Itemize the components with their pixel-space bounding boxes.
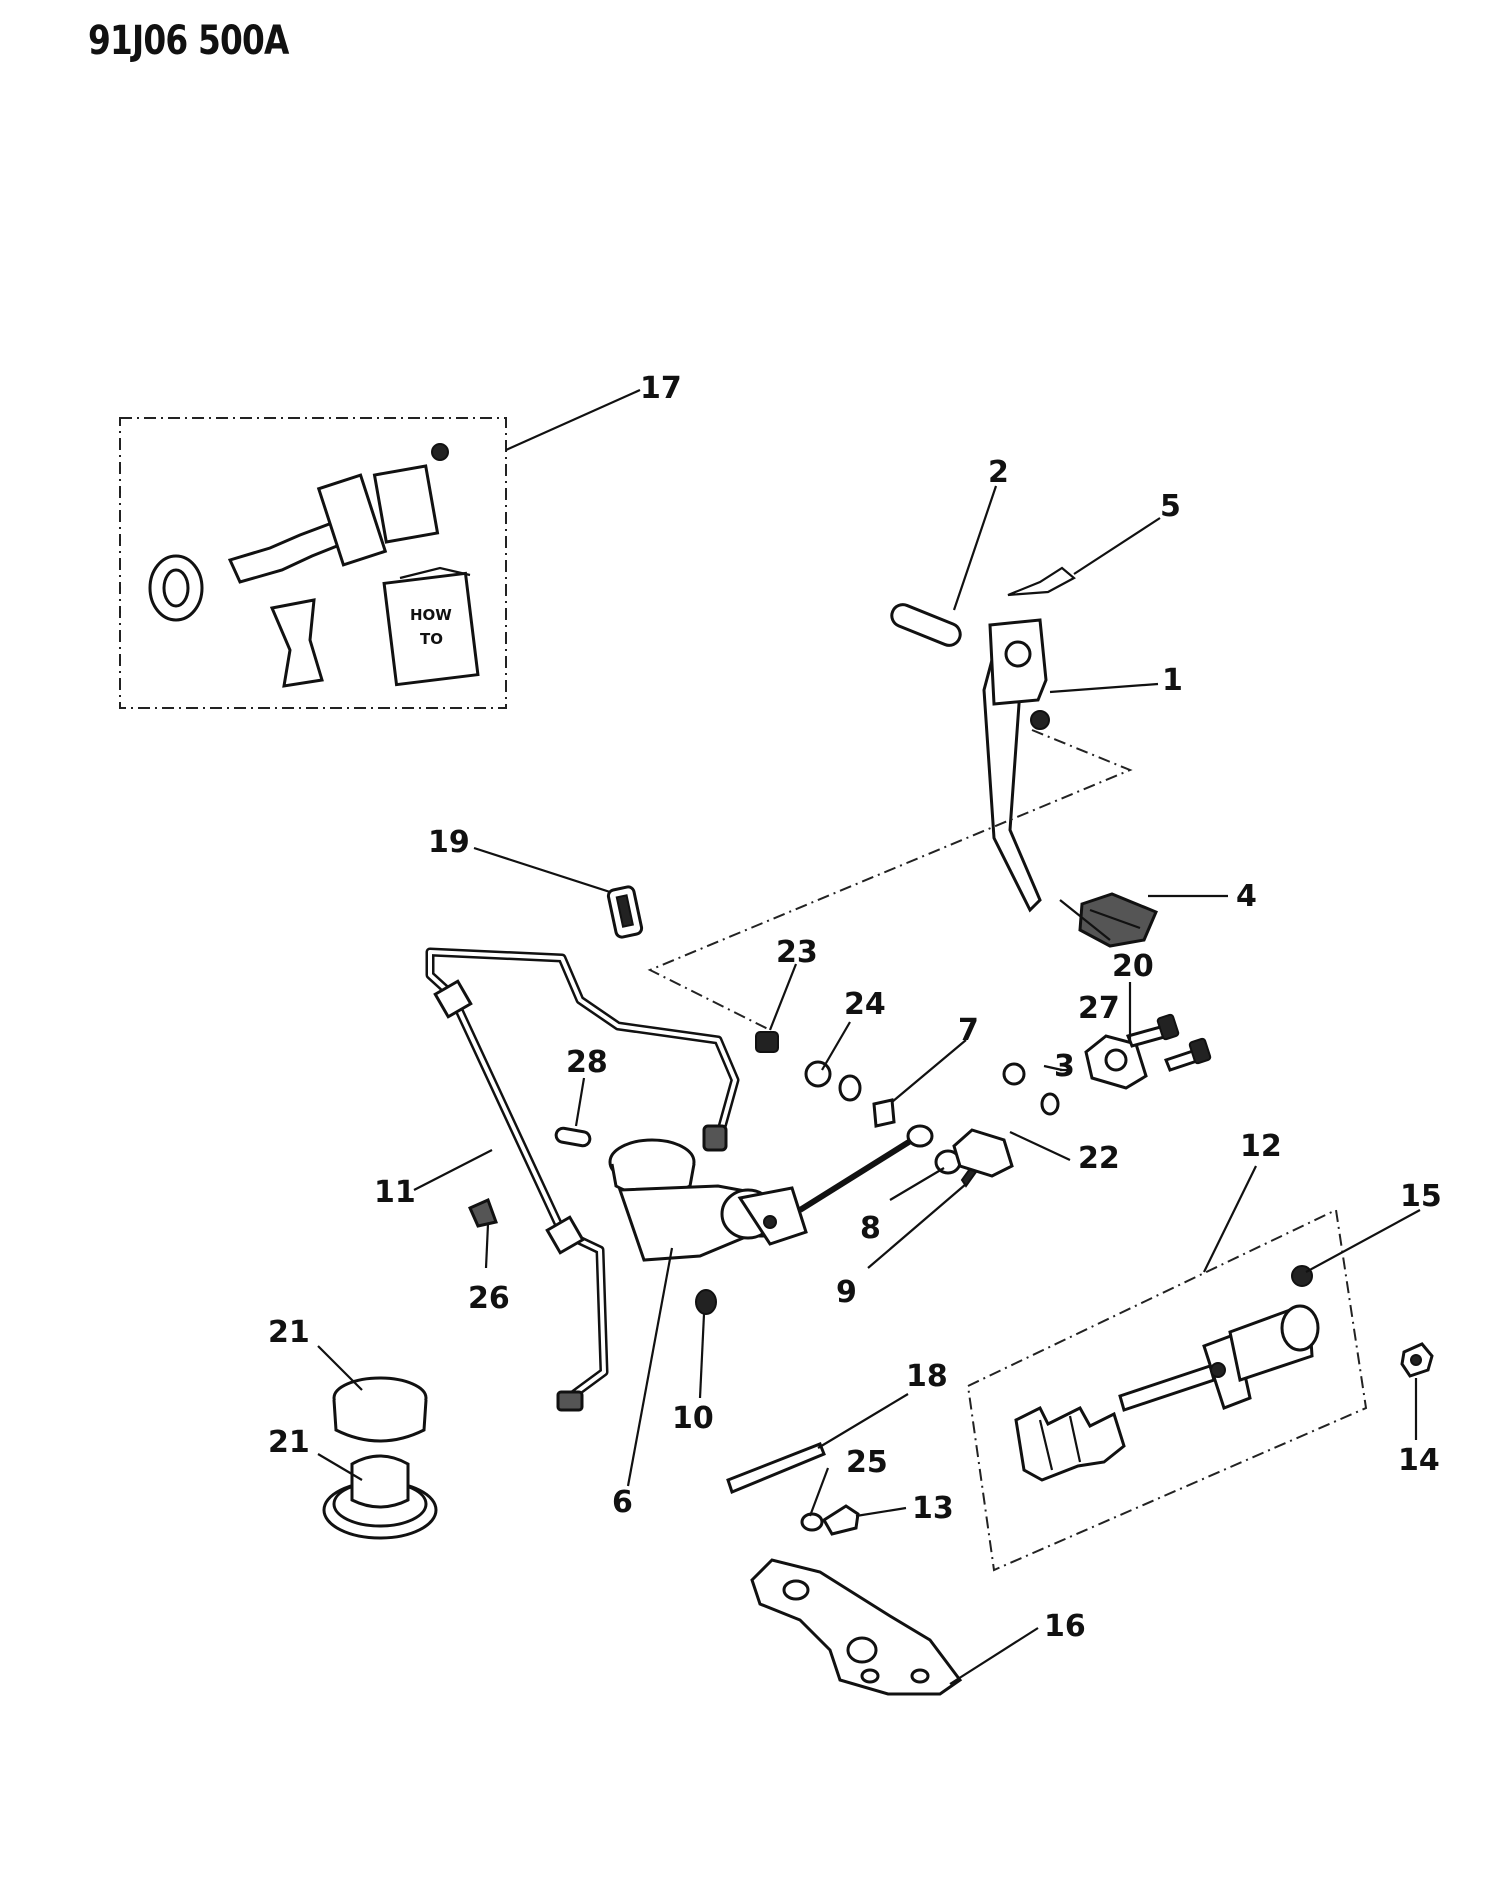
gasket-22 xyxy=(952,1128,1014,1178)
callout-20: 20 xyxy=(1112,949,1154,984)
booklet-line1: HOW xyxy=(410,606,452,624)
hardware-small xyxy=(695,1031,1060,1532)
slave-cylinder-12 xyxy=(966,1165,1368,1572)
booklet-line2: TO xyxy=(420,630,443,648)
callout-24: 24 xyxy=(844,987,886,1022)
stud-18 xyxy=(726,1442,826,1495)
callout-25: 25 xyxy=(846,1445,888,1480)
callout-5: 5 xyxy=(1160,489,1181,524)
bleeder-15 xyxy=(1291,1265,1313,1287)
callout-1: 1 xyxy=(1162,663,1183,698)
callout-4: 4 xyxy=(1236,879,1257,914)
callout-2: 2 xyxy=(988,455,1009,490)
callout-16: 16 xyxy=(1044,1609,1086,1644)
callout-21b: 21 xyxy=(268,1425,310,1460)
drawing-code: 91J06 500A xyxy=(88,18,289,64)
pin-28 xyxy=(554,1126,592,1148)
callout-19: 19 xyxy=(428,825,470,860)
callout-7: 7 xyxy=(958,1013,979,1048)
fitting-19 xyxy=(606,885,644,939)
callout-22: 22 xyxy=(1078,1141,1120,1176)
callout-15: 15 xyxy=(1400,1179,1442,1214)
bracket-16 xyxy=(750,1558,963,1696)
callout-3: 3 xyxy=(1054,1049,1075,1084)
callout-13: 13 xyxy=(912,1491,954,1526)
callout-numbers: 1 2 3 4 5 6 7 8 9 10 11 12 13 14 15 16 1… xyxy=(268,371,1442,1644)
callout-10: 10 xyxy=(672,1401,714,1436)
callout-6: 6 xyxy=(612,1485,633,1520)
callout-11: 11 xyxy=(374,1175,416,1210)
callout-28: 28 xyxy=(566,1045,608,1080)
callout-8: 8 xyxy=(860,1211,881,1246)
master-cylinder-6 xyxy=(608,1124,934,1262)
clutch-pedal-1 xyxy=(890,566,1158,948)
callout-14: 14 xyxy=(1398,1443,1440,1478)
callout-23: 23 xyxy=(776,935,818,970)
fitting-26 xyxy=(468,1197,498,1228)
bolts-20 xyxy=(1125,1013,1212,1072)
callout-12: 12 xyxy=(1240,1129,1282,1164)
reservoir-caps-21 xyxy=(322,1376,438,1540)
hydraulic-line-11 xyxy=(425,947,740,1412)
callout-17: 17 xyxy=(640,371,682,406)
callout-18: 18 xyxy=(906,1359,948,1394)
callout-27: 27 xyxy=(1078,991,1120,1026)
callout-21a: 21 xyxy=(268,1315,310,1350)
leader-lines xyxy=(317,485,1421,1685)
callout-9: 9 xyxy=(836,1275,857,1310)
callout-26: 26 xyxy=(468,1281,510,1316)
bolt-13 xyxy=(821,1504,860,1536)
repair-kit-17: HOW TO xyxy=(119,388,641,709)
